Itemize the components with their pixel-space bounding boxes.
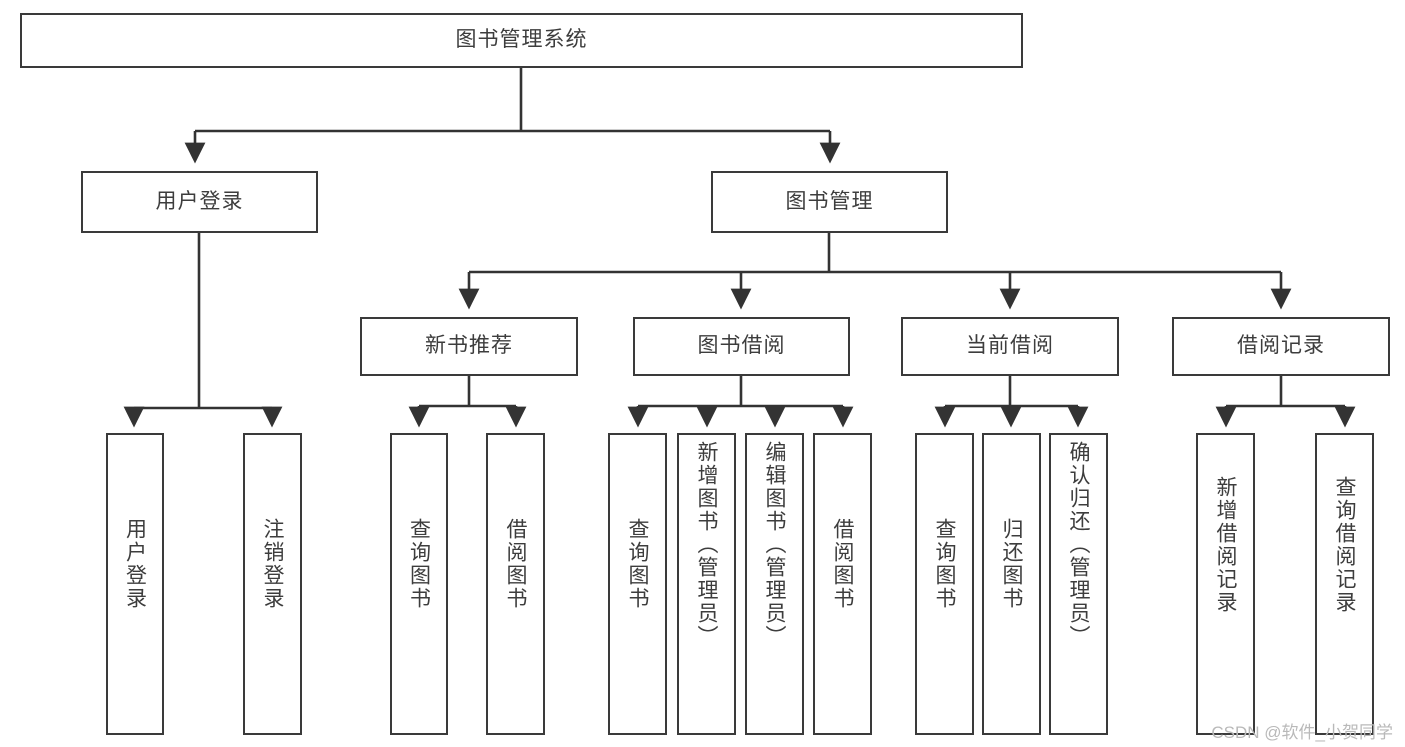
node-label: 查询图书 xyxy=(933,518,957,610)
leaf-user-login[interactable]: 用户登录 xyxy=(106,433,164,735)
leaf-query-borrow-record[interactable]: 查询借阅记录 xyxy=(1315,433,1374,735)
node-label: 查询借阅记录 xyxy=(1333,476,1357,614)
leaf-add-book-admin[interactable]: 新增图书（管理员） xyxy=(677,433,736,735)
node-borrow-record[interactable]: 借阅记录 xyxy=(1172,317,1390,376)
leaf-query-book-borrow[interactable]: 查询图书 xyxy=(608,433,667,735)
watermark-text: CSDN @软件_小贺同学 xyxy=(1211,723,1393,742)
node-label: 注销登录 xyxy=(261,518,285,610)
node-label: 查询图书 xyxy=(626,518,650,610)
leaf-confirm-return-admin[interactable]: 确认归还（管理员） xyxy=(1049,433,1108,735)
node-user-login[interactable]: 用户登录 xyxy=(81,171,318,233)
node-label: 借阅记录 xyxy=(1237,334,1325,358)
node-label: 用户登录 xyxy=(123,518,147,610)
node-label: 新增借阅记录 xyxy=(1214,476,1238,614)
node-root-system[interactable]: 图书管理系统 xyxy=(20,13,1023,68)
leaf-logout-login[interactable]: 注销登录 xyxy=(243,433,302,735)
node-label: 借阅图书 xyxy=(504,518,528,610)
node-label: 归还图书 xyxy=(1000,518,1024,610)
leaf-return-book[interactable]: 归还图书 xyxy=(982,433,1041,735)
node-label: 编辑图书（管理员） xyxy=(763,441,787,648)
node-label: 借阅图书 xyxy=(831,518,855,610)
node-book-management[interactable]: 图书管理 xyxy=(711,171,948,233)
node-label: 当前借阅 xyxy=(966,334,1054,358)
node-label: 查询图书 xyxy=(407,518,431,610)
leaf-add-borrow-record[interactable]: 新增借阅记录 xyxy=(1196,433,1255,735)
node-book-borrow[interactable]: 图书借阅 xyxy=(633,317,850,376)
node-label: 图书管理系统 xyxy=(455,28,588,52)
leaf-edit-book-admin[interactable]: 编辑图书（管理员） xyxy=(745,433,804,735)
node-new-book-recommend[interactable]: 新书推荐 xyxy=(360,317,578,376)
leaf-borrow-book-borrow[interactable]: 借阅图书 xyxy=(813,433,872,735)
leaf-query-book-recommend[interactable]: 查询图书 xyxy=(390,433,448,735)
leaf-borrow-book-recommend[interactable]: 借阅图书 xyxy=(486,433,545,735)
node-label: 新增图书（管理员） xyxy=(695,441,719,648)
node-label: 确认归还（管理员） xyxy=(1067,441,1091,648)
node-label: 用户登录 xyxy=(155,189,244,213)
leaf-query-book-current[interactable]: 查询图书 xyxy=(915,433,974,735)
node-current-borrow[interactable]: 当前借阅 xyxy=(901,317,1119,376)
node-label: 新书推荐 xyxy=(425,334,513,358)
node-label: 图书管理 xyxy=(785,189,874,213)
node-label: 图书借阅 xyxy=(697,334,786,358)
